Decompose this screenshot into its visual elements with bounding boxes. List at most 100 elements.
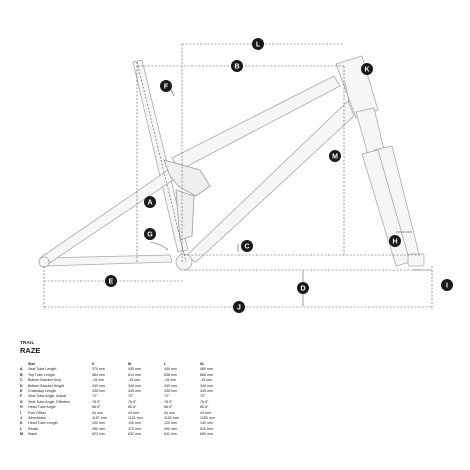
svg-text:D: D bbox=[300, 286, 305, 293]
row-key: H bbox=[20, 405, 23, 410]
row-key: M bbox=[20, 432, 23, 437]
row-value: 668 mm bbox=[200, 372, 213, 377]
row-value: -15 mm bbox=[92, 378, 105, 383]
svg-text:K: K bbox=[364, 67, 369, 74]
row-value: 405 mm bbox=[128, 367, 141, 372]
table-row: D Bottom Bracket Height 340 mm 340 mm 340 mm… bbox=[20, 384, 236, 389]
table-header-row: Size S M L XL bbox=[20, 362, 236, 367]
row-value: 641 mm bbox=[164, 432, 177, 437]
row-value: 76.5° bbox=[200, 399, 209, 404]
label-C: C bbox=[241, 240, 253, 252]
row-value: 1191 mm bbox=[128, 416, 143, 421]
row-value: 435 mm bbox=[200, 389, 213, 394]
geometry-table-section: TRAIL RAZE Size S M L XL A Seat Tube Leng… bbox=[20, 340, 450, 438]
row-value: 44 mm bbox=[92, 410, 103, 415]
size-header: Size bbox=[28, 362, 36, 366]
row-name: Head Tube Angle bbox=[28, 405, 56, 410]
row-value: 66.5° bbox=[128, 405, 137, 410]
row-key: I bbox=[20, 410, 21, 415]
row-key: F bbox=[20, 394, 23, 399]
row-value: 66.5° bbox=[200, 405, 209, 410]
table-row: F Seat Tube Angle, Actual 72° 72° 72° 72° bbox=[20, 394, 236, 399]
svg-text:A: A bbox=[147, 200, 152, 207]
row-value: 340 mm bbox=[164, 383, 177, 388]
svg-text:E: E bbox=[109, 279, 114, 286]
dimension-lines bbox=[43, 43, 433, 310]
row-value: -15 mm bbox=[164, 378, 177, 383]
row-name: Bottom Bracket Height bbox=[28, 383, 64, 388]
row-key: D bbox=[20, 383, 23, 388]
row-value: 584 mm bbox=[92, 372, 105, 377]
row-value: 120 mm bbox=[164, 421, 177, 426]
row-key: E bbox=[20, 389, 23, 394]
row-value: 490 mm bbox=[164, 426, 177, 431]
row-name: Stack bbox=[28, 432, 37, 437]
row-value: 72° bbox=[92, 394, 98, 399]
size-col-2: L bbox=[164, 362, 167, 366]
svg-text:L: L bbox=[256, 42, 261, 49]
row-name: Reach bbox=[28, 426, 39, 431]
row-key: K bbox=[20, 421, 23, 426]
row-value: 72° bbox=[164, 394, 170, 399]
bike-model: RAZE bbox=[20, 346, 41, 355]
label-B: B bbox=[231, 60, 243, 72]
row-value: 44 mm bbox=[128, 410, 139, 415]
row-key: G bbox=[20, 399, 23, 404]
row-key: L bbox=[20, 426, 23, 431]
row-key: A bbox=[20, 367, 23, 372]
svg-text:B: B bbox=[234, 64, 239, 71]
row-value: 450 mm bbox=[92, 426, 105, 431]
row-value: 1250 mm bbox=[200, 416, 215, 421]
bike-frame bbox=[38, 55, 425, 271]
row-name: Chainstay Length bbox=[28, 389, 56, 394]
label-D: D bbox=[297, 282, 309, 294]
table-row: G Seat Tube Angle, Effective 76.5° 76.5° 76.… bbox=[20, 400, 236, 405]
label-A: A bbox=[144, 196, 156, 208]
dimension-labels: L B K F M A G C H E D I J bbox=[105, 38, 453, 313]
row-value: 435 mm bbox=[128, 389, 141, 394]
size-col-1: M bbox=[128, 362, 131, 366]
row-value: 44 mm bbox=[200, 410, 211, 415]
row-value: 76.5° bbox=[128, 399, 137, 404]
row-name: Seat Tube Angle, Actual bbox=[28, 394, 67, 399]
svg-text:G: G bbox=[147, 232, 153, 239]
label-I: I bbox=[441, 279, 453, 291]
row-value: 435 mm bbox=[92, 389, 105, 394]
row-value: 72° bbox=[200, 394, 206, 399]
row-name: Wheelbase bbox=[28, 416, 46, 421]
row-value: 340 mm bbox=[128, 383, 141, 388]
row-value: -15 mm bbox=[200, 378, 213, 383]
size-col-0: S bbox=[92, 362, 95, 366]
row-value: 623 mm bbox=[92, 432, 105, 437]
row-name: Seat Tube Angle, Effective bbox=[28, 399, 71, 404]
label-E: E bbox=[105, 275, 117, 287]
label-L: L bbox=[252, 38, 264, 50]
row-value: 72° bbox=[128, 394, 134, 399]
label-F: F bbox=[160, 80, 172, 92]
label-K: K bbox=[361, 63, 373, 75]
row-value: 340 mm bbox=[92, 383, 105, 388]
svg-text:F: F bbox=[164, 84, 169, 91]
row-value: 370 mm bbox=[92, 367, 105, 372]
row-value: 440 mm bbox=[164, 367, 177, 372]
bike-category: TRAIL bbox=[20, 340, 35, 345]
row-name: Head Tube Length bbox=[28, 421, 58, 426]
row-value: 470 mm bbox=[128, 426, 141, 431]
row-value: 140 mm bbox=[200, 421, 213, 426]
row-value: 76.5° bbox=[92, 399, 101, 404]
size-col-3: XL bbox=[200, 362, 205, 366]
row-key: J bbox=[20, 416, 22, 421]
row-value: 44 mm bbox=[164, 410, 175, 415]
row-value: 76.5° bbox=[164, 399, 173, 404]
row-name: Seat Tube Length bbox=[28, 367, 57, 372]
